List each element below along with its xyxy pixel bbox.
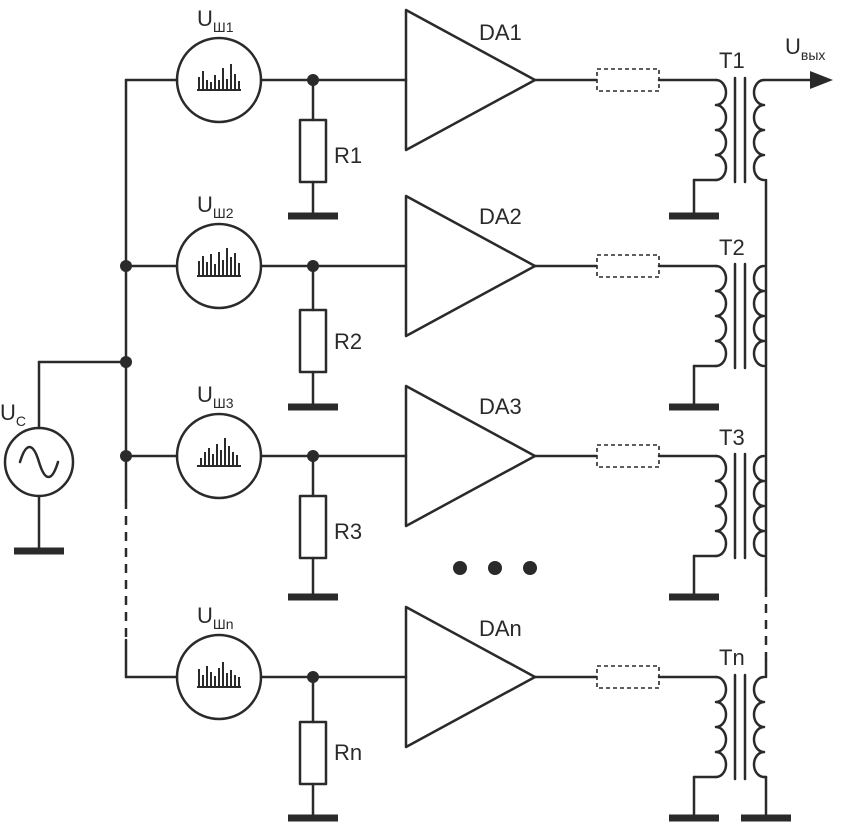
noise-label-2: UШ2 <box>197 192 234 221</box>
resistor-label-1: R1 <box>334 143 362 168</box>
amplifier-label-2: DA2 <box>479 204 522 229</box>
cable-n <box>596 665 660 689</box>
resistor-label-n: Rn <box>334 740 362 765</box>
channel-2 <box>124 194 766 411</box>
resistor-2 <box>298 308 328 374</box>
resistor-label-2: R2 <box>334 329 362 354</box>
input-bus <box>120 78 132 679</box>
resistor-label-3: R3 <box>334 519 362 544</box>
resistor-n <box>298 720 328 786</box>
cable-1 <box>596 68 660 92</box>
amplifier-1 <box>404 8 537 152</box>
transformer-label-1: T1 <box>719 48 745 73</box>
amplifier-label-1: DA1 <box>479 20 522 45</box>
channel-3 <box>124 384 766 601</box>
amplifier-3 <box>404 384 537 528</box>
transformer-label-n: Tn <box>719 645 745 670</box>
amplifier-label-3: DA3 <box>479 394 522 419</box>
resistor-3 <box>298 494 328 560</box>
amplifier-n <box>404 605 537 749</box>
noise-label-n: UШn <box>197 603 234 632</box>
ellipsis-dots <box>453 561 537 575</box>
channel-1 <box>124 8 833 220</box>
output-arrow-icon <box>810 71 833 89</box>
noise-label-3: UШ3 <box>197 382 234 411</box>
noise-label-1: UШ1 <box>197 6 234 35</box>
channel-n <box>124 605 791 822</box>
resistor-1 <box>298 118 328 184</box>
output-label: Uвых <box>785 34 825 63</box>
transformer-label-2: T2 <box>719 235 745 260</box>
amplifier-2 <box>404 194 537 338</box>
noise-source-3 <box>175 412 263 500</box>
cable-2 <box>596 254 660 278</box>
transformer-label-3: T3 <box>719 425 745 450</box>
source-label: UC <box>0 400 26 429</box>
cable-3 <box>596 444 660 468</box>
signal-source <box>3 356 132 555</box>
amplifier-label-n: DAn <box>479 616 522 641</box>
